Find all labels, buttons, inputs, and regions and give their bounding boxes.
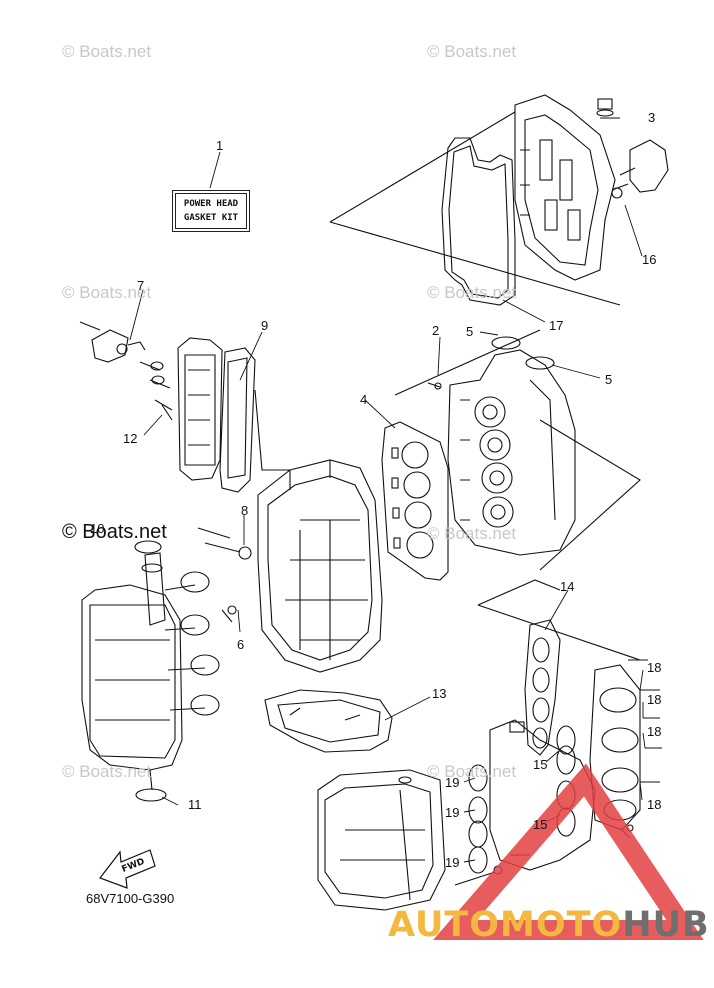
watermark: © Boats.net	[62, 283, 152, 302]
part-number: 18	[647, 797, 662, 812]
guide-line	[539, 419, 641, 571]
head-gasket	[381, 421, 449, 581]
guide-line	[394, 329, 541, 396]
guide-line	[329, 221, 621, 306]
guide-line	[477, 604, 641, 661]
part-number: 5	[466, 324, 474, 339]
part-number: 13	[432, 686, 447, 701]
part-number: 16	[642, 252, 657, 267]
guide-line	[477, 579, 561, 606]
intake-manifold	[454, 719, 596, 886]
cylinder-block	[257, 459, 383, 673]
part-number: 5	[605, 372, 613, 387]
cover-gasket	[441, 137, 516, 306]
guide-line	[254, 389, 290, 471]
gasket-kit-label: POWER HEAD GASKET KIT	[172, 190, 250, 232]
part-number: 15	[533, 757, 548, 772]
part-number: 12	[123, 431, 138, 446]
part-number: 15	[533, 817, 548, 832]
cylinder-head	[427, 336, 576, 556]
gasket-kit-line1: POWER HEAD	[183, 199, 239, 209]
part-number: 1	[216, 138, 224, 153]
part-number: 17	[549, 318, 564, 333]
part-number: 4	[360, 392, 368, 407]
watermark: © Boats.net	[427, 283, 517, 302]
thermostat-housing	[79, 321, 173, 421]
part-number: 19	[445, 805, 460, 820]
watermark: © Boats.net	[427, 42, 517, 61]
part-number: 14	[560, 579, 575, 594]
part-number: 18	[647, 660, 662, 675]
part-number: 18	[647, 692, 662, 707]
cylinder-head-cover	[514, 94, 616, 281]
watermark: © Boats.net	[62, 762, 152, 781]
block-bolts	[197, 527, 252, 623]
warning-triangle-icon	[433, 763, 704, 940]
filler-cap	[596, 98, 614, 117]
watermark: © Boats.net	[427, 762, 517, 781]
callout-leaders	[129, 117, 646, 863]
gasket-kit-line2: GASKET KIT	[183, 213, 239, 223]
part-number: 9	[261, 318, 269, 333]
guide-line	[329, 111, 516, 223]
part-number: 11	[188, 797, 202, 812]
part-number: 7	[137, 278, 145, 293]
exhaust-gasket	[219, 347, 256, 493]
crankcase	[81, 540, 220, 802]
brand-logo: AUTOMOTOHUB	[388, 905, 710, 945]
watermark: © Boats.net	[62, 42, 152, 61]
part-number: 3	[648, 110, 656, 125]
part-number: 18	[647, 724, 662, 739]
sensor	[611, 139, 669, 199]
brand-part1: AUTOMOTO	[388, 905, 623, 945]
part-number: 6	[237, 637, 245, 652]
part-number: 10	[90, 521, 105, 536]
intake-silencer	[317, 769, 446, 911]
part-number: 8	[241, 503, 249, 518]
part-number: 19	[445, 855, 460, 870]
fwd-arrow-icon: FWD	[99, 849, 156, 889]
main-watermark: © Boats.net	[62, 521, 167, 543]
brand-part2: HUB	[622, 905, 710, 945]
cover-plate	[264, 689, 393, 753]
manifold-gasket	[524, 619, 561, 756]
diagram-code: 68V7100-G390	[86, 891, 175, 906]
watermark: © Boats.net	[427, 524, 517, 543]
exhaust-cover	[177, 337, 223, 481]
part-number: 2	[432, 323, 440, 338]
part-number: 19	[445, 775, 460, 790]
